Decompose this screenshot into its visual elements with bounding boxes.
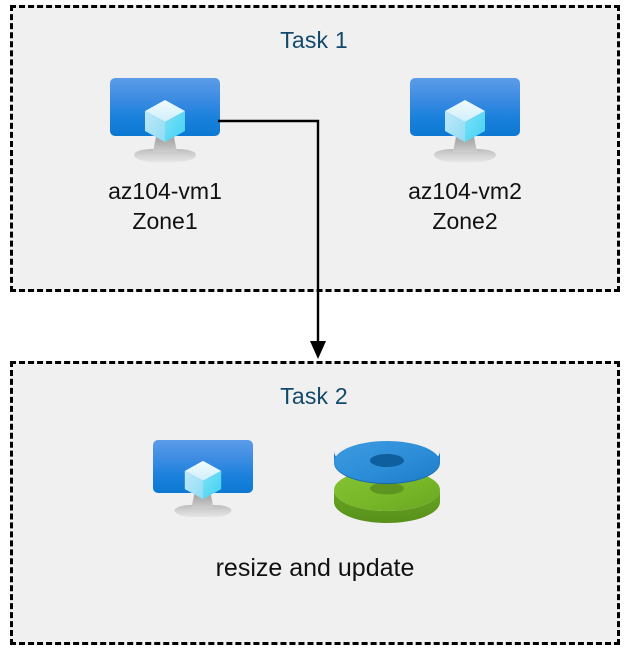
virtual-machine-icon bbox=[110, 78, 220, 164]
monitor-neck bbox=[153, 135, 177, 152]
cube-glyph bbox=[445, 100, 485, 142]
node-task2-vm[interactable] bbox=[145, 440, 260, 520]
node-task2-disks[interactable] bbox=[330, 440, 445, 532]
cube-glyph bbox=[145, 100, 185, 142]
cube-glyph bbox=[184, 460, 221, 500]
monitor-base bbox=[174, 505, 231, 517]
vm1-zone: Zone1 bbox=[132, 208, 198, 234]
node-label: az104-vm2 Zone2 bbox=[355, 176, 575, 236]
virtual-machine-icon bbox=[152, 440, 253, 520]
monitor-base bbox=[434, 149, 496, 162]
virtual-machine-icon bbox=[410, 78, 520, 164]
node-az104-vm2[interactable]: az104-vm2 Zone2 bbox=[355, 78, 575, 236]
node-az104-vm1[interactable]: az104-vm1 Zone1 bbox=[55, 78, 275, 236]
task-1-title: Task 1 bbox=[280, 27, 348, 53]
vm2-name: az104-vm2 bbox=[408, 178, 522, 204]
node-label: az104-vm1 Zone1 bbox=[55, 176, 275, 236]
vm2-zone: Zone2 bbox=[432, 208, 498, 234]
disks-icon bbox=[334, 441, 440, 523]
monitor-base bbox=[134, 149, 196, 162]
task-2-caption: resize and update bbox=[215, 554, 415, 582]
connector-arrowhead bbox=[310, 341, 326, 359]
task-2-container bbox=[10, 361, 620, 645]
disk-blue bbox=[334, 441, 440, 484]
monitor-neck bbox=[453, 135, 477, 152]
vm1-name: az104-vm1 bbox=[108, 178, 222, 204]
task-2-title: Task 2 bbox=[280, 383, 348, 409]
